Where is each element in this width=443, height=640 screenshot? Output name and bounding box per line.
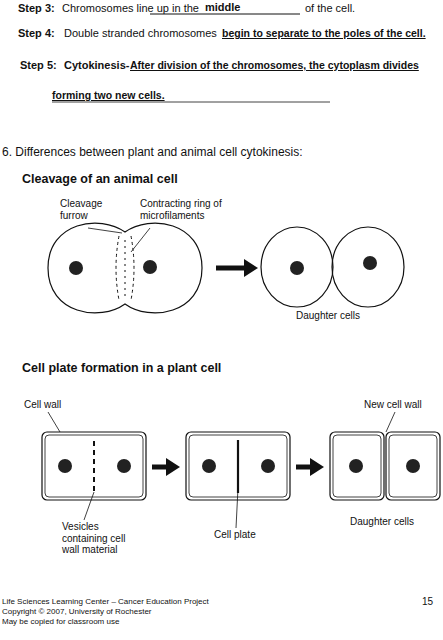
plant-cell-membrane [189,435,287,497]
process-arrow [152,465,168,470]
step-text: Chromosomes line up in the [62,2,199,15]
microfilament-ring [116,236,119,300]
dividing-animal-cell [48,223,202,313]
step-text: Double stranded chromosomes [64,27,217,40]
leader-line [48,412,60,432]
answer-text: After division of the chromosomes, the c… [52,50,440,110]
step-label: Step 3: [18,2,55,15]
part-label: Contracting ring of microfilaments [140,198,232,221]
nucleus [406,459,420,473]
part-label: Vesicles containing cell wall material [62,521,138,556]
leader-line [131,228,150,252]
microfilament-ring [125,240,126,296]
leader-line [84,492,94,520]
process-arrow [216,266,246,271]
leader-line [386,412,395,432]
answer-text: middle [205,1,240,14]
process-arrow [244,259,258,277]
section-heading: Cleavage of an animal cell [22,172,178,186]
step-label: Step 4: [18,27,55,40]
cell-plate [237,440,239,493]
nucleus [117,459,131,473]
nucleus [202,459,216,473]
process-arrow [166,458,180,476]
part-label: New cell wall [364,399,422,411]
plant-cell-membrane [45,435,143,497]
section-heading: Cell plate formation in a plant cell [22,361,221,375]
step-text: of the cell. [305,2,355,15]
nucleus [69,261,83,275]
nucleus [290,261,304,275]
answer-text: begin to separate to the poles of the ce… [222,27,426,39]
nucleus [58,459,72,473]
leader-line [88,228,122,233]
daughter-cell [261,227,333,307]
plant-cell-membrane [333,435,381,497]
plant-cell-wall [330,432,384,500]
microfilament-ring [131,236,134,300]
part-label: Daughter cells [350,516,414,528]
page-number: 15 [422,596,433,608]
nucleus [363,256,377,270]
question-text: 6. Differences between plant and animal … [2,146,303,160]
part-label: Cell wall [24,399,61,411]
process-arrow [296,465,312,470]
step-text: Cytokinesis- [64,50,129,80]
footer-text: Copyright © 2007, University of Rocheste… [2,607,152,616]
vesicles [93,441,95,492]
part-label: Cleavage furrow [60,198,110,221]
nucleus [261,459,275,473]
plant-cell-wall [42,432,146,500]
answer-blank [52,102,330,103]
part-label: Cell plate [214,529,256,541]
footer-text: May be copied for classroom use [2,617,119,626]
footer-text: Life Sciences Learning Center – Cancer E… [2,597,209,606]
part-label: Daughter cells [296,310,360,322]
nucleus [349,459,363,473]
step-label: Step 5: [20,50,57,80]
plant-cell-wall [386,432,440,500]
leader-line [236,488,238,528]
daughter-cell [332,227,404,307]
nucleus [143,260,157,274]
plant-cell-membrane [389,435,437,497]
process-arrow [310,458,324,476]
